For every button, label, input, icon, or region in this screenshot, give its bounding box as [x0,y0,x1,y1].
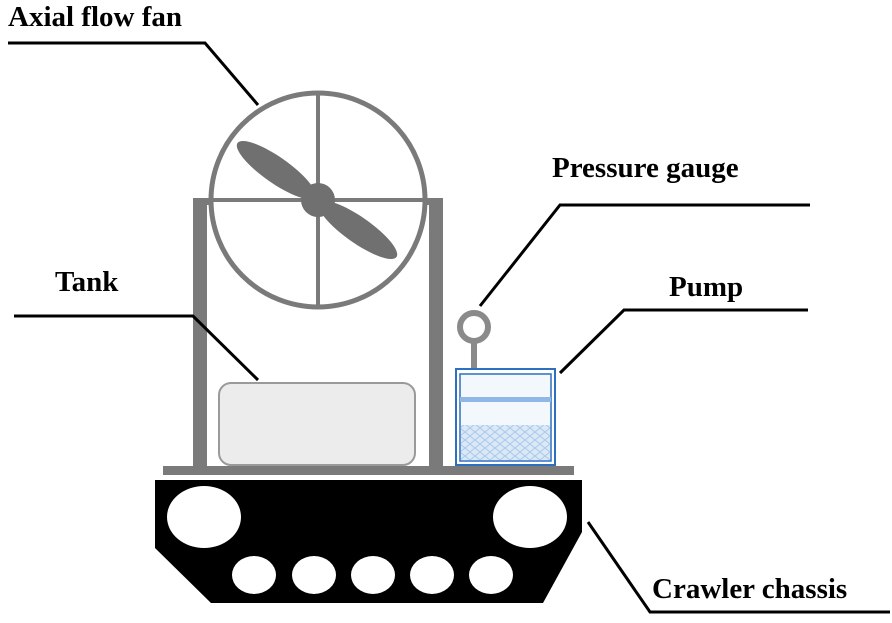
label-tank: Tank [55,266,119,298]
pump [455,368,556,466]
label-axial-flow-fan: Axial flow fan [8,1,182,33]
pump-divider [460,397,551,402]
label-crawler-chassis: Crawler chassis [652,573,847,605]
leader-line-fan [8,41,260,106]
road-wheel-5 [469,556,513,594]
axial-flow-fan [208,90,428,310]
road-wheel-3 [351,556,395,594]
drive-wheel-right [493,486,567,548]
road-wheel-1 [232,556,276,594]
gauge-stem [471,340,477,370]
crawler-chassis [155,480,582,603]
drive-wheel-left [167,486,241,548]
leader-line-chassis [586,521,890,614]
leader-line-pump [558,308,808,375]
road-wheel-4 [410,556,454,594]
label-pump: Pump [669,271,743,303]
leader-line-tank [14,314,260,382]
frame-post-left [193,198,207,466]
platform [163,466,574,475]
tank [218,382,416,466]
label-pressure-gauge: Pressure gauge [552,152,739,184]
fan-hub [301,183,335,217]
frame-post-right [429,198,443,466]
road-wheel-2 [292,556,336,594]
fan-blade-lower [318,201,398,259]
fan-blade-upper [236,141,316,199]
pressure-gauge [457,310,491,370]
leader-line-gauge [478,203,810,307]
pump-liquid [461,425,550,460]
gauge-dial [457,310,491,344]
